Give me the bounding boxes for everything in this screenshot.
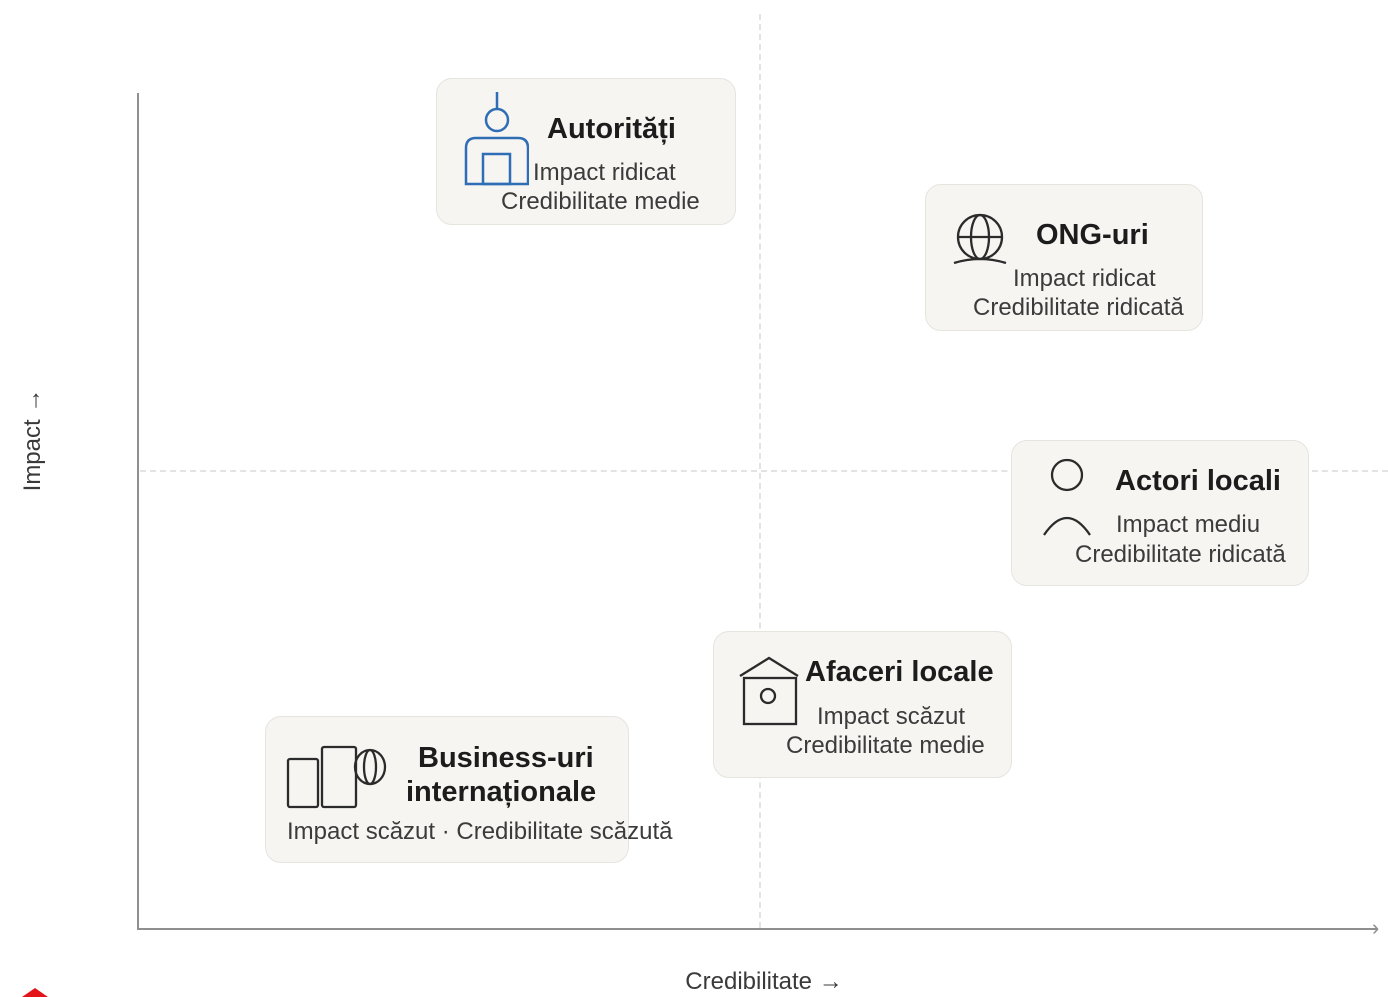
government-building-icon [464,92,529,186]
brand-logo-mark [22,988,48,997]
person-icon [1043,458,1091,536]
stakeholder-credibility: Credibilitate ridicată [973,294,1184,321]
stakeholder-impact: Impact ridicat [533,159,676,186]
y-axis-line [137,93,139,930]
stakeholder-credibility: Credibilitate medie [786,732,985,759]
stakeholder-impact: Impact scăzut [817,703,966,730]
x-axis-line [137,928,1377,930]
shop-house-icon [739,656,799,726]
stakeholder-card-ong-uri[interactable]: ONG-uri Impact ridicat Credibilitate rid… [925,184,1203,331]
x-axis-title: Credibilitate → [685,968,843,995]
stakeholder-credibility: Credibilitate medie [501,188,700,215]
stakeholder-impact: Impact mediu [1116,511,1261,538]
stakeholder-card-afaceri-locale[interactable]: Afaceri locale Impact scăzut Credibilita… [713,631,1012,778]
stakeholder-card-business-uri-internationale[interactable]: Business-uri internaționale Impact scăzu… [265,716,673,863]
stakeholder-name: Afaceri locale [805,656,994,688]
stakeholder-impact: Impact ridicat [1013,265,1156,292]
stakeholder-name-line2: internaționale [406,776,597,808]
stakeholder-summary: Impact scăzut · Credibilitate scăzută [287,818,673,845]
stakeholder-card-actori-locali[interactable]: Actori locali Impact mediu Credibilitate… [1011,440,1309,586]
stakeholder-card-autoritati[interactable]: Autorități Impact ridicat Credibilitate … [436,78,736,225]
globe-icon [953,213,1007,265]
stakeholder-name: ONG-uri [1036,219,1149,251]
stakeholder-name-line1: Business-uri [418,742,594,774]
stakeholder-name: Actori locali [1115,465,1281,497]
x-axis-arrowhead-icon: › [1372,915,1380,940]
stakeholder-credibility: Credibilitate ridicată [1075,541,1286,568]
horizontal-quadrant-divider [140,470,1388,472]
y-axis-title: Impact → [19,388,46,492]
international-business-icon [286,745,387,809]
stakeholder-name: Autorități [547,113,676,145]
